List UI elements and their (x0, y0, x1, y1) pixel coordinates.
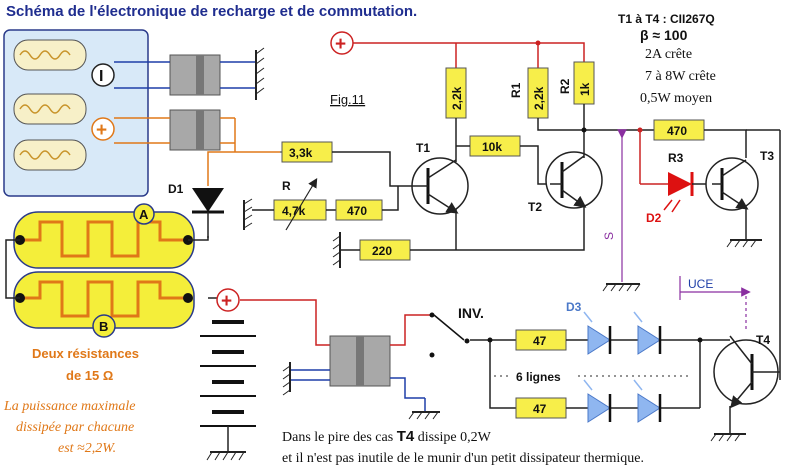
note-resistances-line1: Deux résistances (32, 346, 139, 361)
svg-text:+: + (335, 34, 346, 55)
note-power-line3: est ≈2,2W. (58, 441, 116, 456)
transistor-t4 (710, 335, 780, 442)
spec-avg-power: 0,5W moyen (640, 91, 712, 106)
resistor-470-t3: 470 (653, 119, 705, 141)
led-d3-row-bottom (583, 379, 662, 423)
spec-peak-power: 7 à 8W crête (645, 69, 716, 84)
wire-battery-plus (240, 299, 330, 346)
spec-header: T1 à T4 : CII267Q (618, 12, 715, 26)
svg-text:2,2k: 2,2k (450, 86, 464, 110)
resistor-47-bottom: 47 (515, 397, 567, 419)
label-s: S (602, 232, 616, 240)
ground-symbol (255, 47, 265, 100)
wire-a-to-b (5, 239, 20, 299)
label-t3: T3 (760, 149, 774, 163)
resistor-470-base: 470 (335, 199, 383, 221)
label-r3: R3 (668, 151, 684, 165)
uce-indicator (679, 276, 751, 332)
spec-beta: β ≈ 100 (640, 27, 688, 43)
resistor-10k: 10k (469, 135, 521, 157)
label-d1: D1 (168, 182, 184, 196)
supply-plus-terminal: + (330, 31, 354, 55)
svg-text:I: I (99, 68, 103, 85)
note-resistances-line2: de 15 Ω (66, 368, 113, 383)
led-d2 (663, 172, 712, 213)
label-t2: T2 (528, 200, 542, 214)
figure-label: Fig.11 (330, 92, 365, 107)
resistor-r1: 2,2k (527, 67, 549, 119)
panel-plus-terminal: + (91, 117, 115, 141)
resistor-2k2-t1: 2,2k (445, 67, 467, 119)
wire-r1-rail (537, 118, 654, 131)
svg-text:1k: 1k (578, 82, 592, 96)
heating-resistor-b: B (13, 271, 195, 338)
label-six-lines: 6 lignes (516, 370, 561, 384)
wire-inv-to-leds (470, 339, 516, 409)
label-d3: D3 (566, 300, 582, 314)
wire-d1-to-a (188, 236, 209, 241)
svg-text:47: 47 (533, 334, 547, 348)
schematic-title: Schéma de l'électronique de recharge et … (6, 3, 417, 20)
transistor-t3 (705, 157, 762, 248)
panel-element-3 (13, 139, 87, 171)
spec-peak-current: 2A crête (645, 47, 692, 62)
label-r-pot: R (282, 179, 291, 193)
svg-text:47: 47 (533, 402, 547, 416)
panel-connector-bottom (114, 109, 236, 152)
transistor-t2 (545, 151, 603, 209)
panel-minus-terminal: I (91, 63, 115, 87)
note-power-line1: La puissance maximale (3, 399, 135, 414)
transistor-t1 (411, 157, 469, 215)
label-r2: R2 (558, 78, 572, 94)
svg-text:+: + (221, 291, 232, 312)
note-bottom-line2: et il n'est pas inutile de le munir d'un… (282, 451, 644, 466)
label-d2: D2 (646, 211, 662, 225)
svg-text:2,2k: 2,2k (532, 86, 546, 110)
resistor-3k3: 3,3k (280, 141, 333, 163)
wire-supply-rail (353, 42, 585, 62)
led-d3-row-top (583, 311, 662, 355)
resistor-220: 220 (359, 239, 411, 261)
label-r1: R1 (509, 82, 523, 98)
panel-connector-top (114, 54, 257, 96)
svg-text:470: 470 (347, 204, 367, 218)
svg-text:+: + (96, 120, 107, 141)
svg-text:10k: 10k (482, 140, 502, 154)
voltage-s-indicator (602, 129, 641, 292)
inverter-switch (429, 312, 470, 358)
note-power-line2: dissipée par chacune (16, 420, 134, 435)
panel-element-2 (13, 93, 87, 125)
svg-text:220: 220 (372, 244, 392, 258)
label-t4: T4 (756, 333, 770, 347)
resistor-r2: 1k (573, 61, 595, 105)
resistor-4k7: 4,7k (273, 177, 327, 231)
svg-text:B: B (99, 319, 108, 334)
label-t1: T1 (416, 141, 430, 155)
switch-connector (282, 314, 440, 420)
label-uce: UCE (688, 277, 713, 291)
battery: + (200, 288, 256, 461)
sensor-panel: I + (3, 29, 149, 197)
diode-d1 (192, 188, 224, 238)
heating-resistor-a: A (13, 203, 195, 269)
panel-element-1 (13, 39, 87, 71)
svg-text:470: 470 (667, 124, 687, 138)
svg-text:A: A (139, 207, 149, 222)
wire-plus-feed (207, 151, 235, 186)
note-bottom-line1: Dans le pire des cas T4 dissipe 0,2W (282, 428, 492, 445)
label-inv: INV. (458, 305, 484, 321)
resistor-47-top: 47 (515, 329, 567, 351)
svg-text:3,3k: 3,3k (289, 146, 313, 160)
